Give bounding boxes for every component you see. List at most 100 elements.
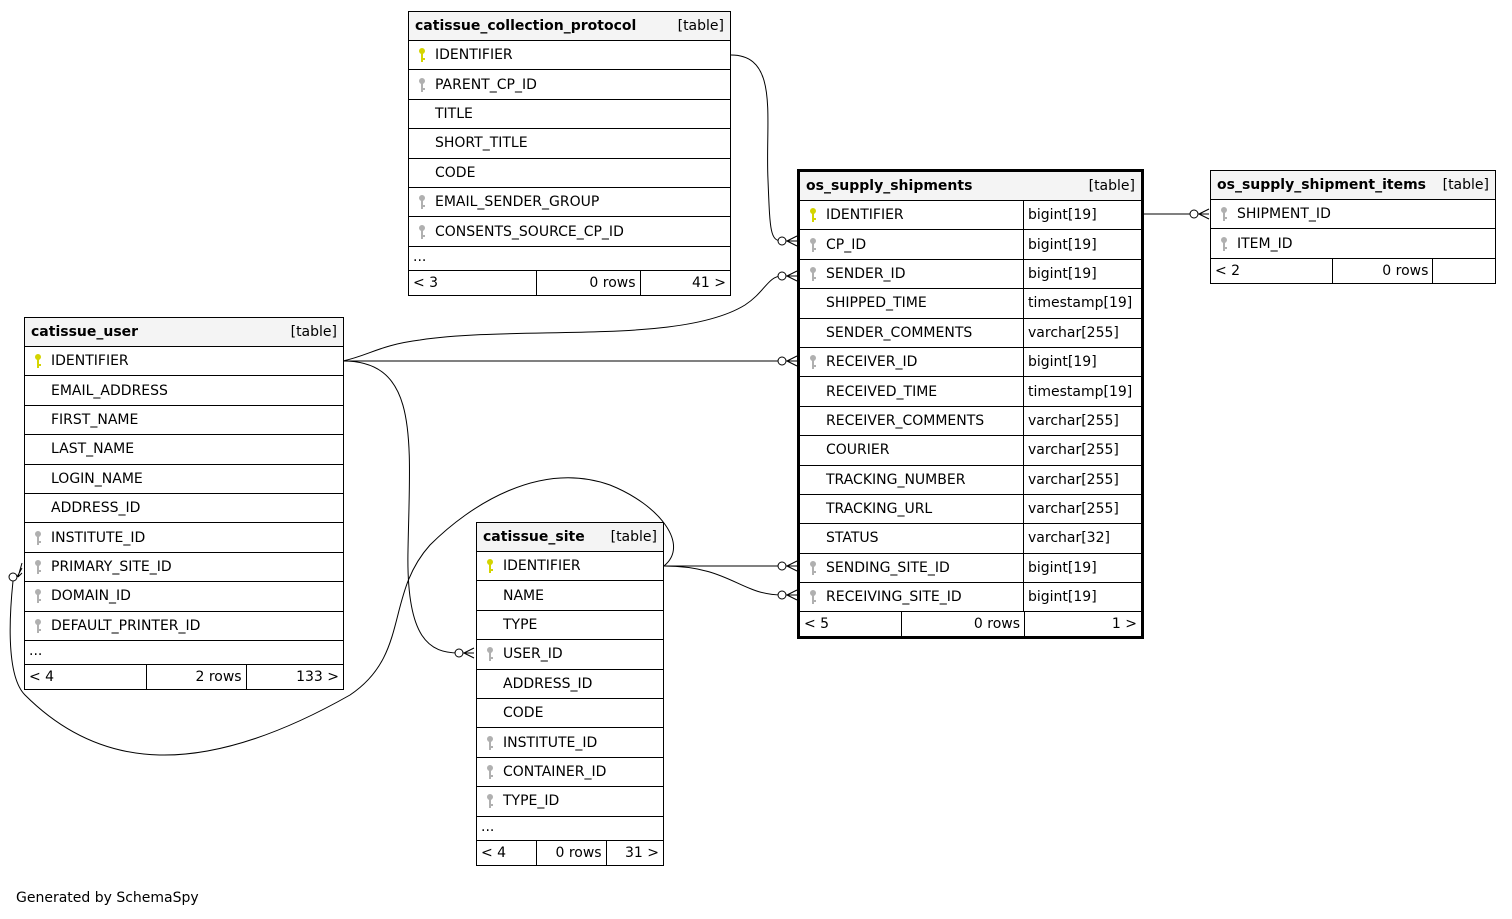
column-row[interactable]: SHIPMENT_ID	[1211, 200, 1495, 230]
column-row[interactable]: FIRST_NAME	[25, 406, 343, 436]
column-name-cell: RECEIVER_ID	[800, 348, 1023, 376]
column-name: SENDING_SITE_ID	[826, 559, 950, 576]
column-row[interactable]: INSTITUTE_ID	[25, 523, 343, 553]
column-type: varchar[255]	[1023, 494, 1141, 524]
column-name: CODE	[503, 705, 544, 722]
foreign-key-icon	[409, 194, 435, 210]
foreign-key-icon	[1211, 236, 1237, 252]
column-name-cell: TYPE_ID	[477, 787, 663, 815]
column-row[interactable]: TYPE	[477, 611, 663, 641]
column-row[interactable]: ITEM_ID	[1211, 229, 1495, 259]
table-name: catissue_site	[483, 529, 585, 545]
children-count[interactable]: 31 >	[605, 840, 663, 865]
parents-count[interactable]: < 3	[413, 274, 439, 291]
crows-foot-icon	[786, 235, 798, 247]
column-row[interactable]: PARENT_CP_ID	[409, 70, 730, 100]
column-name-cell: EMAIL_ADDRESS	[25, 376, 343, 404]
column-row[interactable]: LOGIN_NAME	[25, 465, 343, 494]
parents-count[interactable]: < 4	[481, 844, 507, 861]
column-row[interactable]: ADDRESS_ID	[25, 494, 343, 524]
column-row[interactable]: EMAIL_SENDER_GROUP	[409, 188, 730, 218]
column-row[interactable]: IDENTIFIER	[409, 41, 730, 71]
table-os-supply-shipment-items[interactable]: os_supply_shipment_items[table]SHIPMENT_…	[1210, 170, 1496, 284]
foreign-key-icon	[477, 646, 503, 662]
column-row[interactable]: TYPE_ID	[477, 787, 663, 817]
column-row[interactable]: USER_ID	[477, 640, 663, 670]
column-name-cell: TRACKING_URL	[800, 495, 1023, 523]
more-columns[interactable]: ...	[25, 641, 343, 665]
parents-count[interactable]: < 2	[1215, 262, 1241, 279]
column-row[interactable]: INSTITUTE_ID	[477, 728, 663, 758]
optional-many-icon	[1189, 209, 1199, 219]
children-count[interactable]: 41 >	[639, 270, 730, 295]
more-columns[interactable]: ...	[409, 247, 730, 271]
edge-user-to-shipments-sender	[342, 275, 783, 362]
column-row[interactable]: DOMAIN_ID	[25, 582, 343, 612]
row-count: 0 rows	[1332, 258, 1432, 283]
column-name-cell: CONSENTS_SOURCE_CP_ID	[409, 217, 730, 245]
column-row[interactable]: IDENTIFIER	[25, 347, 343, 377]
column-row[interactable]: CONSENTS_SOURCE_CP_ID	[409, 217, 730, 247]
column-name-cell: SENDING_SITE_ID	[800, 554, 1023, 582]
table-catissue-collection-protocol[interactable]: catissue_collection_protocol[table]IDENT…	[408, 11, 731, 296]
column-type: bigint[19]	[1023, 583, 1141, 612]
column-row[interactable]: SHORT_TITLE	[409, 129, 730, 159]
foreign-key-icon	[1211, 206, 1237, 222]
parents-count[interactable]: < 4	[29, 668, 55, 685]
children-count[interactable]: 133 >	[245, 664, 343, 689]
more-columns[interactable]: ...	[477, 817, 663, 841]
column-name: STATUS	[826, 530, 879, 547]
column-row[interactable]: LAST_NAME	[25, 435, 343, 465]
column-name: DEFAULT_PRINTER_ID	[51, 617, 201, 634]
column-name: TRACKING_NUMBER	[826, 471, 966, 488]
column-name-cell: CODE	[409, 159, 730, 187]
optional-many-icon	[777, 236, 787, 246]
table-kind: [table]	[290, 324, 337, 340]
column-name: CODE	[435, 164, 476, 181]
column-name-cell: USER_ID	[477, 640, 663, 668]
children-count[interactable]: 1 >	[1024, 612, 1141, 637]
column-type: bigint[19]	[1023, 259, 1141, 289]
column-name-cell: SHIPMENT_ID	[1211, 200, 1495, 228]
column-row[interactable]: PRIMARY_SITE_ID	[25, 553, 343, 583]
table-name: catissue_user	[31, 324, 139, 340]
column-name-cell: TYPE	[477, 611, 663, 639]
column-row[interactable]: EMAIL_ADDRESS	[25, 376, 343, 406]
column-name: IDENTIFIER	[435, 47, 513, 64]
column-row[interactable]: DEFAULT_PRINTER_ID	[25, 612, 343, 641]
foreign-key-icon	[409, 77, 435, 93]
column-type: bigint[19]	[1023, 201, 1141, 230]
column-row[interactable]: CONTAINER_ID	[477, 758, 663, 788]
children-count[interactable]	[1432, 258, 1495, 283]
column-row[interactable]: IDENTIFIER	[477, 552, 663, 582]
primary-key-icon	[477, 558, 503, 574]
column-row[interactable]: CODE	[409, 159, 730, 188]
parents-count[interactable]: < 5	[804, 616, 830, 633]
column-name: TYPE_ID	[503, 793, 560, 810]
column-row[interactable]: ADDRESS_ID	[477, 670, 663, 699]
column-row[interactable]: TITLE	[409, 100, 730, 130]
crows-foot-icon	[786, 270, 798, 282]
table-header: os_supply_shipments[table]	[800, 172, 1141, 201]
column-row[interactable]: CODE	[477, 699, 663, 729]
foreign-key-icon	[477, 793, 503, 809]
column-row[interactable]: NAME	[477, 581, 663, 611]
